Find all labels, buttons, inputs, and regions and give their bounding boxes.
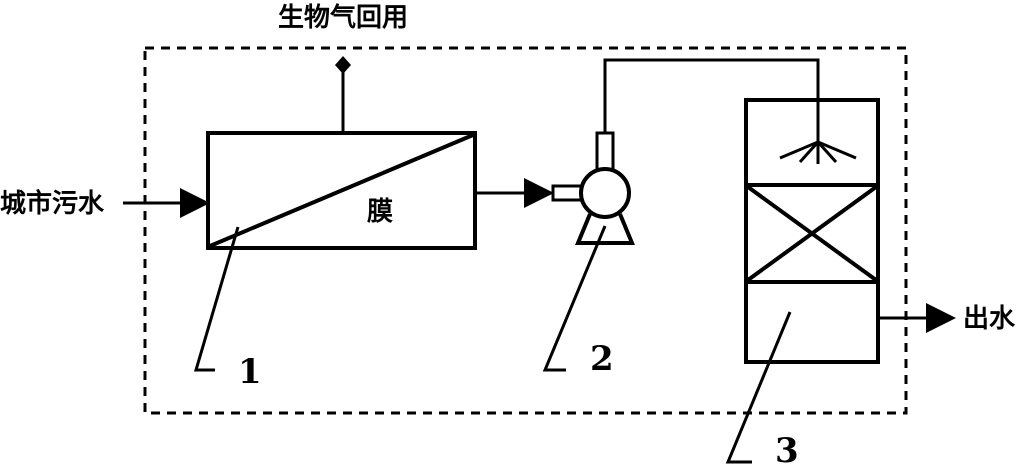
packing-section <box>744 183 880 284</box>
pump-to-tower-pipe <box>603 58 820 133</box>
pump-inlet-nozzle <box>551 184 583 202</box>
unit-number-2: 2 <box>590 339 614 379</box>
pump-base <box>575 213 635 245</box>
biogas-valve-icon <box>335 56 351 74</box>
inlet-label: 城市污水 <box>0 188 105 219</box>
treatment-tower <box>744 98 880 364</box>
packing-cross-b <box>746 185 878 282</box>
membrane-label: 膜 <box>367 197 393 227</box>
leader-line-2 <box>542 225 607 372</box>
biogas-reuse-label: 生物气回用 <box>278 2 408 33</box>
sprayer-icon <box>779 125 857 164</box>
membrane-line <box>209 133 474 248</box>
membrane-reactor <box>206 131 477 250</box>
pump-body <box>579 167 631 219</box>
outlet-label: 出水 <box>963 304 1016 334</box>
unit-number-1: 1 <box>238 352 262 392</box>
unit-number-3: 3 <box>775 431 799 468</box>
leader-line-1 <box>193 226 240 372</box>
system-boundary <box>143 46 908 415</box>
leader-line-3 <box>725 311 792 464</box>
pump-outlet-stub <box>595 131 615 169</box>
